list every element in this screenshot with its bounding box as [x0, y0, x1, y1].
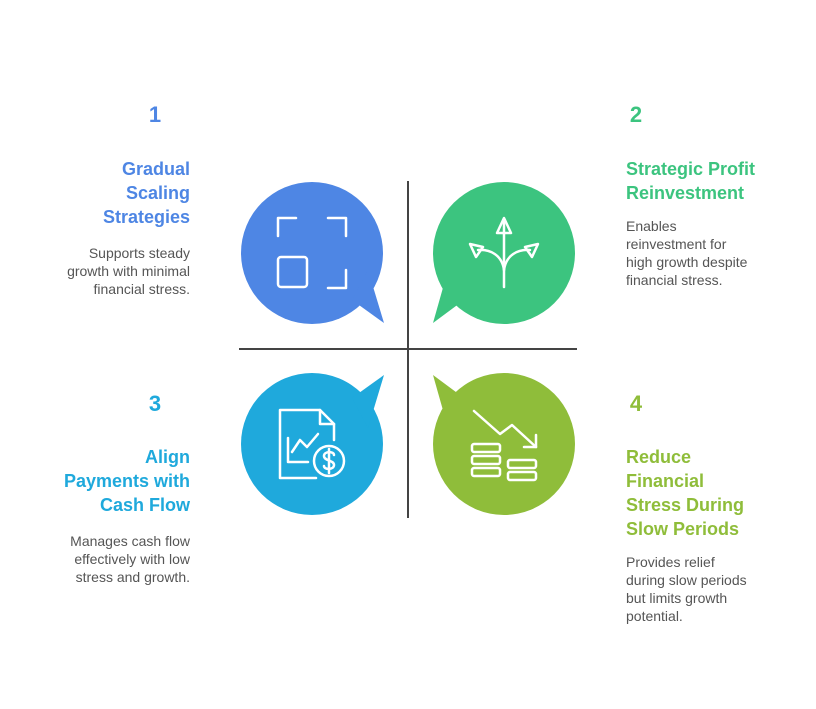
quadrant-2-title: Strategic Profit Reinvestment — [626, 159, 756, 203]
quadrant-2-number: 2 — [629, 102, 643, 127]
quadrant-3-number: 3 — [148, 391, 162, 416]
quadrant-4-description: Provides relief during slow periods but … — [626, 554, 747, 624]
bubble-4 — [433, 373, 575, 515]
financial-document-icon — [278, 408, 346, 480]
bubble-1 — [241, 182, 384, 324]
branching-arrows-icon — [468, 216, 540, 289]
quadrant-4-number: 4 — [629, 391, 643, 416]
quadrant-4-title: Reduce Financial Stress During Slow Peri… — [626, 447, 745, 539]
declining-coins-icon — [470, 409, 538, 482]
quadrant-1-title: Gradual Scaling Strategies — [102, 159, 190, 227]
quadrant-1-description: Supports steady growth with minimal fina… — [67, 245, 190, 297]
quadrant-3-title: Align Payments with Cash Flow — [63, 447, 190, 515]
scaling-frame-icon — [276, 216, 348, 290]
quadrant-3-description: Manages cash flow effectively with low s… — [70, 533, 190, 585]
quadrant-2-description: Enables reinvestment for high growth des… — [626, 218, 748, 288]
bubble-3 — [241, 373, 384, 515]
quadrant-1-number: 1 — [148, 102, 162, 127]
